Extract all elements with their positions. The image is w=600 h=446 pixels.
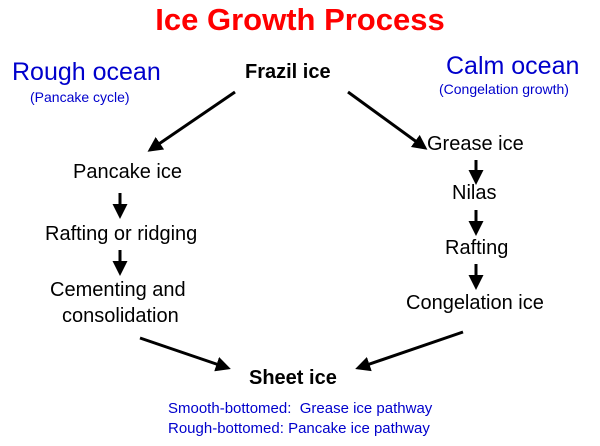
frazil-ice-node: Frazil ice <box>245 61 331 83</box>
arrow-frazil-to-grease <box>347 90 428 150</box>
sheet-ice-node: Sheet ice <box>249 367 337 389</box>
arrow-congelation-to-sheet <box>355 330 464 372</box>
rough-ocean-heading: Rough ocean <box>12 58 161 86</box>
arrow-cementing-to-sheet <box>139 336 231 372</box>
note-rough-bottomed: Rough-bottomed: Pancake ice pathway <box>168 420 430 437</box>
calm-ocean-heading: Calm ocean <box>446 52 580 80</box>
rafting-node: Rafting <box>445 237 509 259</box>
grease-ice-node: Grease ice <box>427 133 524 155</box>
cementing-node-line1: Cementing and <box>50 279 186 301</box>
pancake-ice-node: Pancake ice <box>73 161 182 183</box>
nilas-node: Nilas <box>452 182 497 204</box>
diagram-title: Ice Growth Process <box>155 2 445 37</box>
rafting-or-ridging-node: Rafting or ridging <box>45 223 198 245</box>
cementing-node-line2: consolidation <box>62 305 179 327</box>
pancake-cycle-subheading: (Pancake cycle) <box>30 89 130 105</box>
note-smooth-bottomed: Smooth-bottomed: Grease ice pathway <box>168 400 433 417</box>
congelation-ice-node: Congelation ice <box>406 292 544 314</box>
arrow-frazil-to-pancake <box>147 90 236 152</box>
congelation-growth-subheading: (Congelation growth) <box>439 81 569 97</box>
